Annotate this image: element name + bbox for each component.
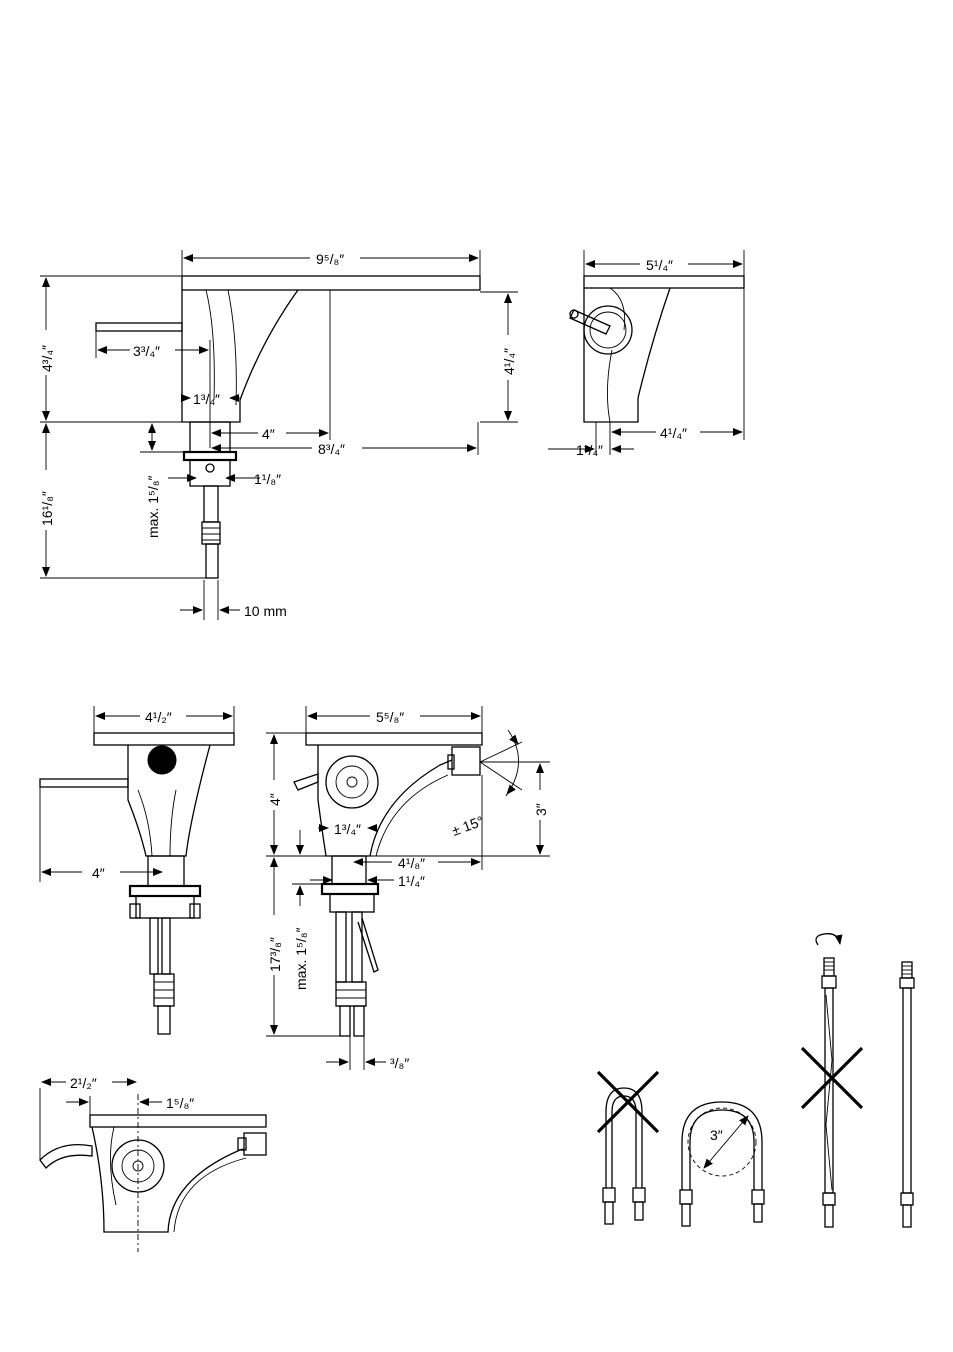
- dim-bidet-len: 17³/₈″: [267, 937, 283, 972]
- dim-bidet-lever: 4″: [92, 865, 105, 881]
- dim-side-width: 9⁵/₈″: [316, 251, 344, 267]
- dim-max-thickness: max. 1⁵/₈″: [145, 475, 161, 538]
- thread: [202, 522, 220, 544]
- dim-spout-height: 4¹/₄″: [501, 348, 517, 375]
- bidet-nut: [130, 886, 200, 896]
- cartridge-dot: [148, 746, 176, 774]
- supply-tube: [206, 544, 218, 578]
- dim-angle: ± 15°: [450, 813, 486, 839]
- dim-front-width: 5¹/₄″: [646, 257, 673, 273]
- dim-bidet-width: 4¹/₂″: [145, 709, 172, 725]
- spout-slab: [182, 276, 480, 290]
- bidet-side-view: 5⁵/₈″ 4″ 3″ ± 15° 1³/₄″ 4¹/₈″ 1¹/₄″ 17³/…: [266, 706, 550, 1071]
- dim-top-a: 2¹/₂″: [70, 1075, 97, 1091]
- dim-top-b: 1⁵/₈″: [166, 1095, 194, 1111]
- hose-straight: [903, 988, 911, 1193]
- bidet-cartridge: [326, 756, 378, 808]
- dim-bidet-shank: 1¹/₄″: [398, 873, 425, 889]
- top-slab: [90, 1115, 266, 1127]
- dim-bidet-side-width: 5⁵/₈″: [376, 709, 404, 725]
- dim-bend-radius: 3″: [710, 1127, 723, 1143]
- twist-arrow: [816, 934, 840, 945]
- bidet-side-thread: [336, 982, 366, 1006]
- bidet-side-slab: [306, 733, 482, 745]
- dim-front-left: 1¹/₄″: [576, 442, 603, 458]
- dim-spray-height: 3″: [533, 803, 549, 816]
- dim-bidet-reach: 4¹/₈″: [398, 855, 425, 871]
- dim-spout-reach: 8³/₄″: [318, 441, 345, 457]
- spray-nozzle: [452, 747, 480, 775]
- dim-offset-4: 4″: [262, 426, 275, 442]
- hose-correct-bend: [682, 1102, 762, 1190]
- dim-bidet-max: max. 1⁵/₈″: [293, 927, 309, 990]
- nut: [184, 452, 236, 460]
- bidet-side-body: [318, 745, 452, 856]
- bidet-slab: [94, 733, 234, 745]
- side-view: 9⁵/₈″ 4³/₄″ 3³/₄″ 4¹/₄″ 1³/₄″ 4″ 8³/₄″ 1…: [39, 250, 518, 620]
- dim-shank-len: 16¹/₈″: [39, 491, 55, 526]
- dim-tube: 10 mm: [244, 603, 287, 619]
- bidet-lever: [40, 779, 128, 787]
- front-view: 5¹/₄″ 1¹/₄″ 4¹/₄″: [548, 250, 744, 458]
- hose-instructions: 3″: [598, 934, 914, 1227]
- dim-bidet-base: 1³/₄″: [334, 821, 361, 837]
- dim-lever-reach: 3³/₄″: [133, 343, 160, 359]
- lever: [96, 323, 182, 331]
- top-lever: [40, 1145, 92, 1168]
- dim-front-right: 4¹/₄″: [660, 425, 687, 441]
- front-slab: [584, 276, 744, 288]
- dim-bidet-height: 4″: [267, 793, 283, 806]
- dim-side-height: 4³/₄″: [39, 345, 55, 372]
- bidet-top-view: 2¹/₂″ 1⁵/₈″: [40, 1075, 266, 1252]
- dim-base-dia: 1³/₄″: [193, 391, 220, 407]
- bidet-front-view: 4¹/₂″ 4″: [40, 706, 234, 1034]
- dim-shank-dia: 1¹/₈″: [254, 471, 281, 487]
- dim-bidet-tube: ³/₈″: [390, 1055, 409, 1071]
